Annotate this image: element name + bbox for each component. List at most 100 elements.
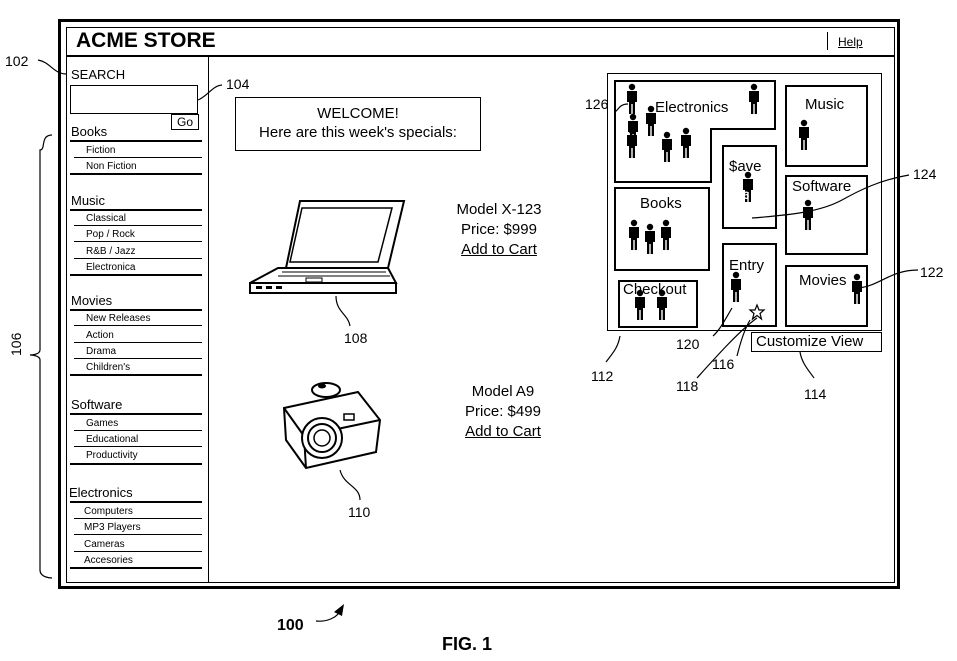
ref-126: 126 [585, 96, 609, 112]
subcategory-non-fiction[interactable]: Non Fiction [86, 161, 137, 172]
subcategory-pop-rock[interactable]: Pop / Rock [86, 229, 135, 240]
laptop-image[interactable] [246, 198, 406, 298]
subcategory-productivity[interactable]: Productivity [86, 450, 138, 461]
ref-100: 100 [277, 617, 304, 634]
add-to-cart-link[interactable]: Add to Cart [461, 241, 537, 258]
divider [74, 342, 202, 343]
shopper-icon [657, 289, 667, 320]
divider [74, 551, 202, 552]
subcategory-fiction[interactable]: Fiction [86, 145, 116, 156]
zone-electronics[interactable] [614, 80, 778, 184]
ref-124: 124 [913, 166, 937, 182]
subcategory-accesories[interactable]: Accesories [84, 555, 133, 566]
divider [74, 358, 202, 359]
app-window [58, 19, 900, 589]
subcategory-childrens[interactable]: Children's [86, 362, 131, 373]
category-movies[interactable]: Movies [71, 293, 113, 308]
divider [74, 157, 202, 158]
subcategory-new-releases[interactable]: New Releases [86, 313, 151, 324]
shopper-icon [627, 83, 637, 114]
divider [74, 518, 202, 519]
product-laptop-info: Model X-123 Price: $999 Add to Cart [424, 200, 574, 260]
sidebar-divider [208, 56, 209, 583]
title-bar [66, 27, 895, 56]
subcategory-computers[interactable]: Computers [84, 506, 133, 517]
subcategory-classical[interactable]: Classical [86, 213, 127, 224]
zone-label-entry: Entry [729, 257, 765, 274]
ref-104: 104 [226, 76, 250, 92]
shopper-icon [743, 171, 753, 202]
zone-label-books: Books [640, 195, 682, 212]
shopper-icon [731, 271, 741, 302]
subcategory-games[interactable]: Games [86, 418, 119, 429]
camera-image[interactable] [276, 380, 386, 470]
welcome-heading: WELCOME! [317, 105, 399, 122]
shopper-icon [635, 289, 645, 320]
subcategory-rnb-jazz[interactable]: R&B / Jazz [86, 246, 136, 257]
category-software[interactable]: Software [71, 397, 123, 412]
subcategory-educational[interactable]: Educational [86, 434, 139, 445]
zone-label-save: $ave [729, 158, 762, 175]
figure-caption: FIG. 1 [442, 634, 493, 654]
save-badge: 6 [742, 190, 750, 202]
ref-114: 114 [804, 386, 827, 402]
divider [74, 325, 202, 326]
zone-label-movies: Movies [799, 272, 847, 289]
divider [70, 501, 202, 503]
star-icon [748, 303, 766, 321]
zone-software[interactable] [785, 175, 868, 255]
zone-label-music: Music [805, 96, 845, 113]
welcome-subheading: Here are this week's specials: [259, 124, 457, 141]
divider [74, 446, 202, 447]
ref-106: 106 [8, 332, 24, 356]
ref-112: 112 [591, 368, 614, 384]
shopper-icon [661, 219, 671, 250]
shopper-icon [629, 219, 639, 250]
shopper-icon [803, 199, 813, 230]
subcategory-electronica[interactable]: Electronica [86, 262, 136, 273]
subcategory-action[interactable]: Action [86, 330, 114, 341]
shopper-icon [646, 105, 656, 136]
shopper-icon [645, 223, 655, 254]
ref-108: 108 [344, 330, 368, 346]
welcome-banner: WELCOME! Here are this week's specials: [235, 97, 481, 151]
shopper-icon [662, 131, 672, 162]
category-music[interactable]: Music [71, 193, 105, 208]
shopper-icon [627, 127, 637, 158]
divider [70, 374, 202, 376]
help-divider [827, 32, 828, 50]
divider [70, 309, 202, 311]
shopper-icon [749, 83, 759, 114]
search-input[interactable] [70, 85, 198, 114]
ref-118: 118 [676, 378, 699, 394]
zone-label-software: Software [792, 178, 852, 195]
ref-110: 110 [348, 504, 371, 520]
help-link[interactable]: Help [838, 35, 863, 49]
divider [70, 173, 202, 175]
ref-116: 116 [712, 356, 735, 372]
product-price: Price: $999 [461, 221, 537, 238]
zone-label-electronics: Electronics [655, 99, 729, 116]
store-title: ACME STORE [76, 29, 216, 52]
customize-view-button[interactable]: Customize View [751, 332, 882, 352]
go-button[interactable]: Go [171, 114, 199, 130]
divider [74, 430, 202, 431]
divider [74, 241, 202, 242]
shopper-icon [799, 119, 809, 150]
subcategory-drama[interactable]: Drama [86, 346, 117, 357]
product-model: Model X-123 [456, 201, 542, 218]
divider [70, 209, 202, 211]
zone-music[interactable] [785, 85, 868, 167]
ref-120: 120 [676, 336, 700, 352]
product-model: Model A9 [471, 383, 535, 400]
divider [70, 463, 202, 465]
category-books[interactable]: Books [71, 124, 108, 139]
category-electronics[interactable]: Electronics [69, 485, 133, 500]
product-camera-info: Model A9 Price: $499 Add to Cart [428, 382, 578, 442]
add-to-cart-link[interactable]: Add to Cart [465, 423, 541, 440]
zone-checkout[interactable] [618, 280, 698, 328]
subcategory-mp3-players[interactable]: MP3 Players [84, 522, 141, 533]
subcategory-cameras[interactable]: Cameras [84, 539, 125, 550]
